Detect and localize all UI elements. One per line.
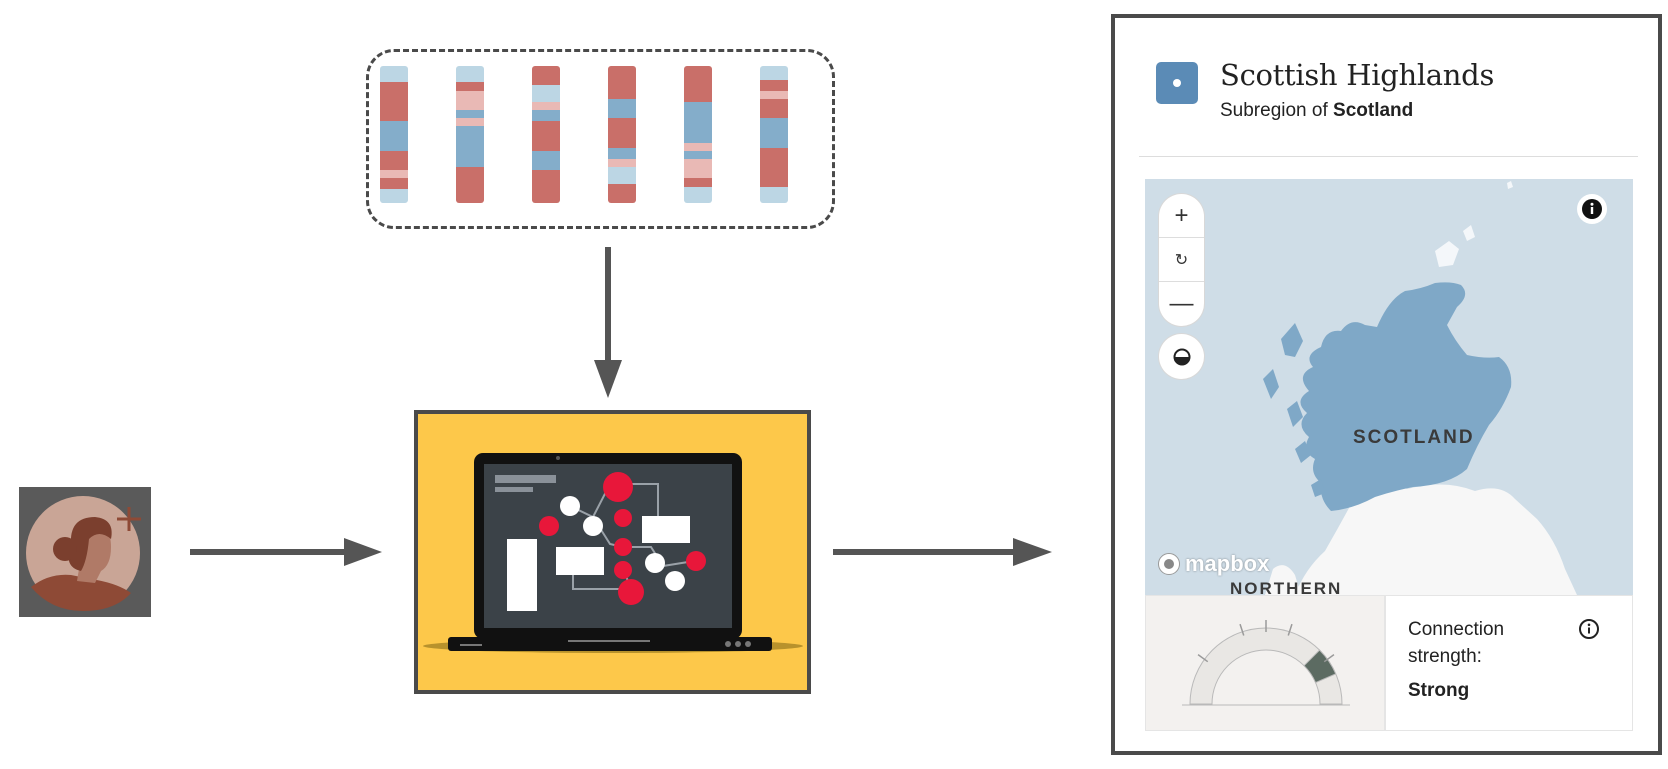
dna-segment	[456, 66, 484, 83]
card-divider	[1139, 156, 1638, 157]
gauge-tick	[1197, 654, 1209, 663]
connection-strength-label: Connection strength:	[1408, 619, 1505, 667]
dna-segment	[608, 66, 636, 99]
map-info-icon[interactable]	[1577, 194, 1607, 224]
gauge-track	[1189, 627, 1343, 705]
dna-strip	[456, 66, 484, 203]
dna-segment	[760, 148, 788, 187]
dna-strip	[380, 66, 408, 203]
dna-segment	[456, 82, 484, 91]
region-map[interactable]: + ↻ — SCOTLAND NORTHERN mapbox	[1145, 179, 1633, 595]
dna-segment	[608, 118, 636, 149]
dna-strip	[760, 66, 788, 203]
region-subtitle: Subregion of Scotland	[1220, 100, 1413, 122]
dna-segment	[684, 66, 712, 102]
laptop-to-card-arrowhead	[1013, 538, 1052, 566]
dna-strip	[684, 66, 712, 203]
region-title: Scottish Highlands	[1220, 58, 1495, 92]
dna-samples-group	[366, 49, 835, 229]
info-icon[interactable]	[1578, 618, 1600, 645]
dna-segment	[684, 159, 712, 179]
scotland-map-shape	[1263, 181, 1577, 595]
dna-segment	[760, 79, 788, 91]
zoom-out-icon[interactable]: —	[1169, 290, 1194, 317]
dna-segment	[532, 85, 560, 102]
region-card: Scottish Highlands Subregion of Scotland…	[1111, 14, 1662, 755]
dna-segment	[532, 109, 560, 121]
map-zoom-controls: + ↻ —	[1159, 194, 1204, 326]
dna-segment	[380, 150, 408, 171]
dna-segment	[608, 98, 636, 119]
dna-segment	[684, 142, 712, 151]
dna-segment	[608, 183, 636, 203]
dna-segment	[760, 118, 788, 149]
laptop-icon	[423, 453, 803, 653]
dna-segment	[684, 101, 712, 143]
region-subtitle-prefix: Subregion of	[1220, 100, 1334, 121]
dna-segment	[380, 120, 408, 151]
mapbox-logo-icon	[1158, 553, 1180, 575]
dna-segment	[456, 126, 484, 168]
dna-segment	[456, 109, 484, 119]
dna-segment	[608, 148, 636, 160]
dna-strip	[608, 66, 636, 203]
mapbox-attribution-text: mapbox	[1185, 551, 1270, 576]
dna-segment	[608, 159, 636, 168]
dna-segment	[532, 170, 560, 203]
dna-segment	[760, 186, 788, 203]
dna-segment	[532, 101, 560, 110]
dna-segment	[380, 66, 408, 83]
map-country-label: SCOTLAND	[1353, 427, 1475, 448]
region-icon	[1156, 62, 1198, 104]
contrast-icon[interactable]	[1159, 334, 1204, 379]
region-country: Scotland	[1333, 100, 1414, 121]
dna-segment	[760, 66, 788, 80]
dna-segment	[380, 82, 408, 121]
user-to-laptop-arrowhead	[344, 538, 382, 566]
connection-strength-panel: Connection strength: Strong	[1385, 595, 1633, 731]
map-secondary-label: NORTHERN	[1230, 579, 1343, 595]
gauge-tick	[1323, 654, 1335, 663]
gauge-level	[1303, 649, 1337, 684]
reset-icon[interactable]: ↻	[1159, 238, 1204, 282]
dna-segment	[380, 170, 408, 179]
dna-segment	[608, 167, 636, 184]
gauge-tick	[1239, 623, 1245, 636]
dna-segment	[760, 90, 788, 99]
dna-segment	[380, 189, 408, 203]
dna-segment	[684, 150, 712, 160]
dna-segment	[532, 150, 560, 171]
dna-segment	[456, 90, 484, 110]
dna-to-laptop-arrowhead	[594, 360, 622, 398]
connection-gauge	[1145, 595, 1385, 731]
dna-segment	[532, 120, 560, 151]
connection-strength-value: Strong	[1408, 680, 1470, 701]
dna-strip	[532, 66, 560, 203]
dna-segment	[456, 118, 484, 127]
analysis-laptop-illustration	[414, 410, 811, 694]
user-add-icon	[26, 496, 141, 611]
dna-segment	[380, 178, 408, 190]
zoom-in-icon[interactable]: +	[1159, 194, 1204, 238]
dna-segment	[456, 167, 484, 203]
dna-segment	[532, 66, 560, 86]
mapbox-attribution[interactable]: mapbox	[1157, 551, 1269, 577]
dna-segment	[684, 178, 712, 187]
gauge-tick	[1287, 623, 1293, 636]
dna-segment	[760, 98, 788, 119]
gauge-arc	[1182, 620, 1350, 706]
dna-segment	[684, 186, 712, 203]
user-avatar	[19, 487, 151, 617]
